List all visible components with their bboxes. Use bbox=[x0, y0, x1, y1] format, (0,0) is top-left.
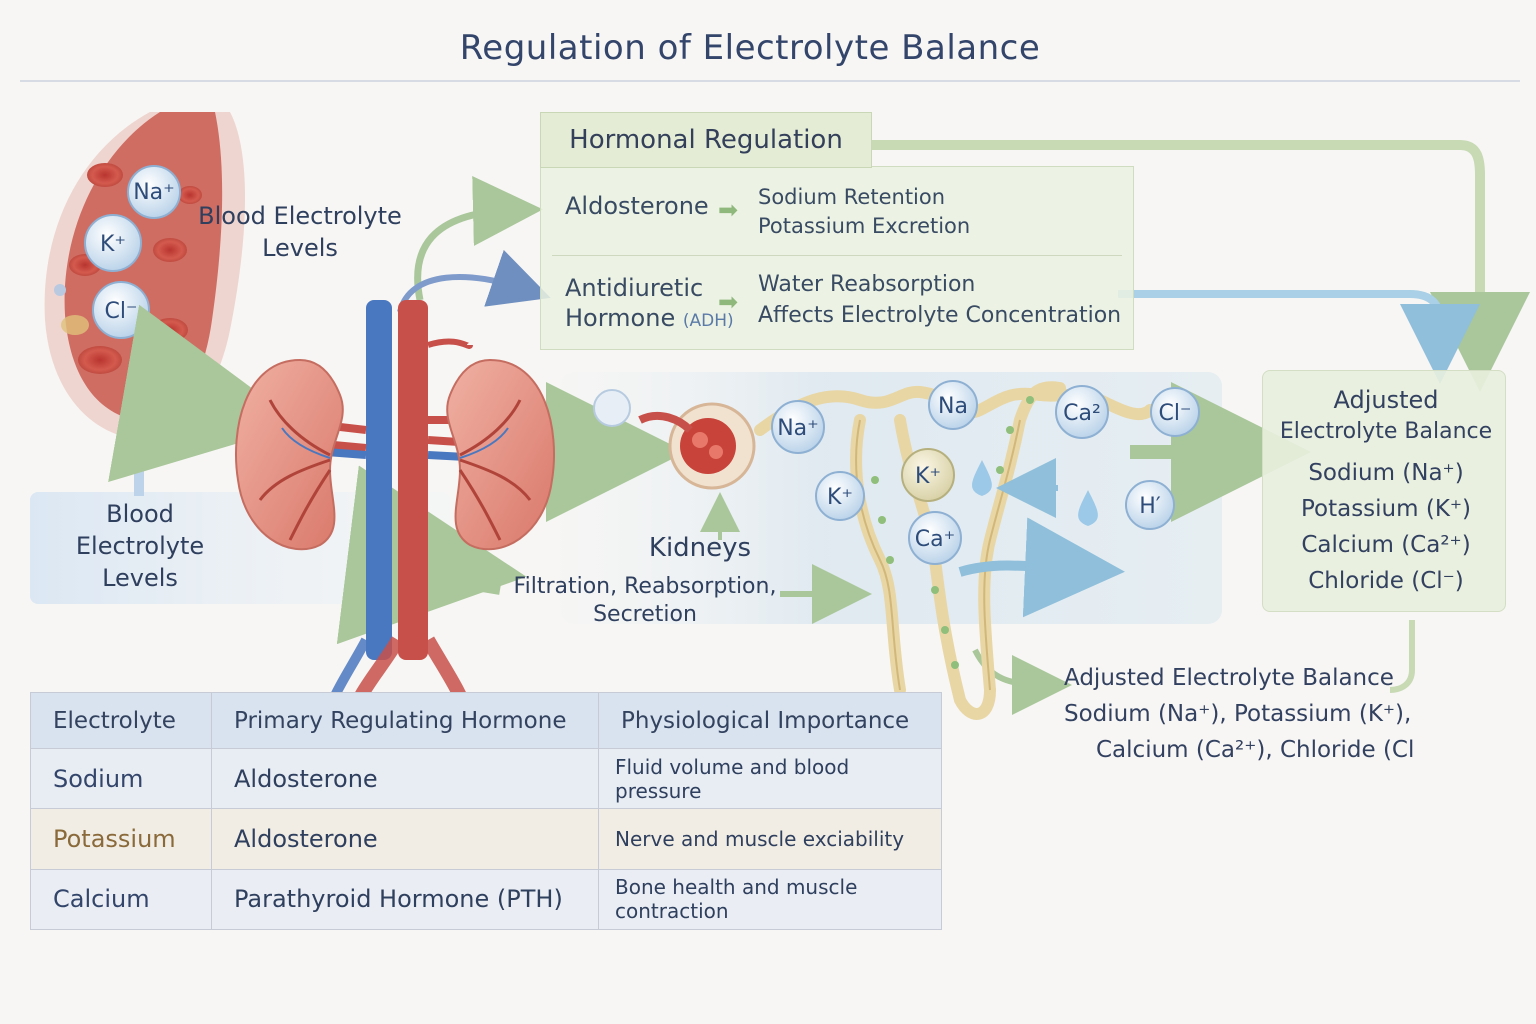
kidneys-label: Kidneys bbox=[648, 533, 752, 563]
kidney-process-line2: Secretion bbox=[593, 602, 697, 627]
table-cell-electrolyte: Potassium bbox=[30, 808, 212, 870]
nephron-ion-k-2: K⁺ bbox=[915, 464, 941, 489]
nephron-ion-ca: Ca² bbox=[1063, 401, 1101, 426]
nephron-ion-na-2: Na bbox=[938, 394, 968, 419]
hormonal-regulation-title: Hormonal Regulation bbox=[540, 112, 872, 168]
adjusted-text-line2: Calcium (Ca²⁺), Chloride (Cl bbox=[1096, 737, 1415, 763]
connector-adjusted-down bbox=[1389, 620, 1415, 693]
ion-k-bubble bbox=[84, 214, 142, 272]
table-row: Potassium Aldosterone Nerve and muscle e… bbox=[30, 808, 942, 870]
adh-effect-2: Affects Electrolyte Concentration bbox=[758, 303, 1122, 328]
table-header-row: Electrolyte Primary Regulating Hormone P… bbox=[30, 692, 942, 749]
blood-levels-label-top-line2: Levels bbox=[262, 234, 338, 262]
blood-levels-label-left-line3: Levels bbox=[102, 564, 178, 592]
table-cell-importance: Bone health and muscle contraction bbox=[598, 868, 942, 931]
blood-levels-label-left-line2: Electrolyte bbox=[75, 532, 205, 560]
arrow-right-icon: ➡ bbox=[718, 288, 739, 316]
nephron-ion-cl: Cl⁻ bbox=[1158, 401, 1191, 426]
table-header-hormone: Primary Regulating Hormone bbox=[211, 692, 599, 749]
glomerulus bbox=[638, 402, 756, 490]
adjusted-item-potassium: Potassium (K⁺) bbox=[1300, 496, 1472, 522]
electrolyte-table: Electrolyte Primary Regulating Hormone P… bbox=[30, 692, 942, 931]
arrow-stub bbox=[469, 580, 501, 595]
table-row: Sodium Aldosterone Fluid volume and bloo… bbox=[30, 747, 942, 810]
table-header-importance: Physiological Importance bbox=[598, 692, 942, 749]
adjusted-item-chloride: Chloride (Cl⁻) bbox=[1308, 568, 1464, 594]
page-title: Regulation of Electrolyte Balance bbox=[459, 28, 1041, 68]
aldosterone-label: Aldosterone bbox=[565, 192, 709, 220]
blood-vessel bbox=[44, 112, 246, 440]
adh-label: Antidiuretic Hormone (ADH) bbox=[565, 273, 734, 336]
arrow-vessel-to-kidney bbox=[108, 304, 301, 483]
arrow-nephron-to-adjusted-text bbox=[972, 648, 1072, 715]
ion-na-bubble bbox=[127, 165, 181, 219]
adh-label-line1: Antidiuretic bbox=[565, 274, 704, 302]
table-header-electrolyte: Electrolyte bbox=[30, 692, 212, 749]
table-cell-electrolyte: Sodium bbox=[30, 747, 212, 810]
hormonal-divider bbox=[552, 255, 1122, 256]
table-cell-importance: Nerve and muscle exciability bbox=[598, 808, 942, 870]
arrow-reabsorb bbox=[958, 517, 1125, 618]
table-cell-importance: Fluid volume and blood pressure bbox=[598, 747, 942, 810]
arrow-to-aldosterone bbox=[414, 176, 543, 301]
table-cell-hormone: Parathyroid Hormone (PTH) bbox=[211, 868, 599, 931]
arrow-hormonal-to-adjusted bbox=[872, 140, 1530, 392]
ion-label-k: K⁺ bbox=[100, 232, 126, 257]
nephron-ion-ca-2: Ca⁺ bbox=[915, 527, 955, 552]
adh-effects: Water Reabsorption Affects Electrolyte C… bbox=[758, 269, 1121, 331]
table-cell-hormone: Aldosterone bbox=[211, 747, 599, 810]
nephron-ion-k: K⁺ bbox=[827, 485, 853, 510]
adjusted-balance-title-line1: Adjusted bbox=[1333, 386, 1439, 414]
adjusted-balance-panel bbox=[1262, 370, 1506, 612]
ion-label-na: Na⁺ bbox=[133, 180, 175, 205]
nephron-ion-h: H′ bbox=[1139, 494, 1161, 519]
blood-levels-label-left: Blood Electrolyte Levels bbox=[40, 498, 240, 594]
blood-levels-label-top-line1: Blood Electrolyte bbox=[198, 202, 402, 230]
water-drop-icon bbox=[972, 460, 992, 496]
table-cell-hormone: Aldosterone bbox=[211, 808, 599, 870]
nephron-ion-bubbles bbox=[771, 380, 1200, 565]
kidney-process-line1: Filtration, Reabsorption, bbox=[513, 574, 777, 599]
adjusted-balance-title-line2: Electrolyte Balance bbox=[1279, 419, 1493, 444]
adjusted-item-calcium: Calcium (Ca²⁺) bbox=[1301, 532, 1471, 558]
title-divider bbox=[20, 80, 1520, 82]
adh-effect-1: Water Reabsorption bbox=[758, 272, 976, 297]
adh-abbrev: (ADH) bbox=[682, 311, 734, 331]
aldosterone-effects: Sodium Retention Potassium Excretion bbox=[758, 183, 970, 241]
ion-label-cl: Cl⁻ bbox=[104, 299, 137, 324]
left-kidney bbox=[235, 358, 344, 551]
blood-levels-label-top: Blood Electrolyte Levels bbox=[186, 200, 414, 264]
blood-levels-label-left-line1: Blood bbox=[106, 500, 174, 528]
adh-label-line2: Hormone bbox=[565, 304, 676, 332]
kidney-process-label: Filtration, Reabsorption, Secretion bbox=[500, 573, 790, 629]
small-bubble bbox=[593, 389, 631, 427]
arrow-adh-to-adjusted bbox=[1118, 290, 1480, 384]
adjusted-item-sodium: Sodium (Na⁺) bbox=[1308, 460, 1464, 486]
aldosterone-effect-2: Potassium Excretion bbox=[758, 214, 971, 238]
connector-bar bbox=[134, 440, 144, 496]
adjusted-balance-title: Adjusted Electrolyte Balance bbox=[1262, 384, 1510, 448]
table-row: Calcium Parathyroid Hormone (PTH) Bone h… bbox=[30, 868, 942, 931]
hormonal-regulation-panel bbox=[540, 166, 1134, 350]
nephron-ion-na: Na⁺ bbox=[777, 416, 819, 441]
table-cell-electrolyte: Calcium bbox=[30, 868, 212, 931]
water-drop-icon bbox=[1078, 490, 1098, 526]
arrow-to-adh bbox=[397, 249, 551, 313]
adjusted-text-title: Adjusted Electrolyte Balance bbox=[1064, 665, 1394, 691]
right-kidney bbox=[446, 358, 555, 551]
arrow-right-icon: ➡ bbox=[718, 196, 739, 224]
adjusted-text-line1: Sodium (Na⁺), Potassium (K⁺), bbox=[1064, 701, 1412, 727]
aldosterone-effect-1: Sodium Retention bbox=[758, 185, 946, 209]
